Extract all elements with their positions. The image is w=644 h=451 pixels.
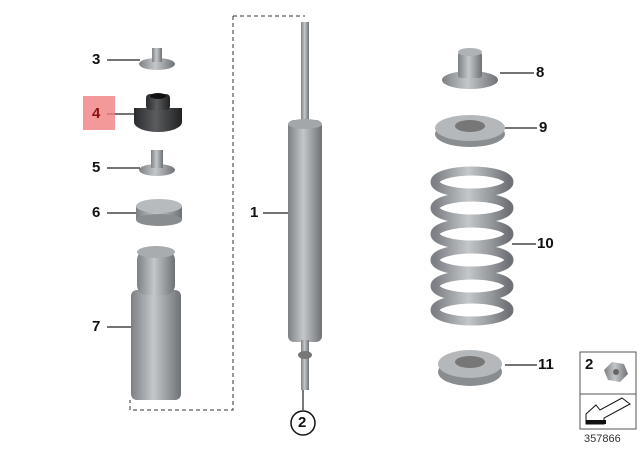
highlight-box xyxy=(83,96,115,130)
callout-10[interactable]: 10 xyxy=(537,235,554,252)
part-9[interactable] xyxy=(435,115,505,147)
part-3[interactable] xyxy=(139,48,175,70)
part-10[interactable] xyxy=(430,166,514,326)
callout-11[interactable]: 11 xyxy=(538,356,554,373)
part-7[interactable] xyxy=(131,246,181,400)
part-11[interactable] xyxy=(438,350,502,386)
inset-callout-2[interactable]: 2 xyxy=(585,356,594,373)
callout-6[interactable]: 6 xyxy=(92,204,101,221)
part-4[interactable] xyxy=(134,93,182,132)
callout-4[interactable]: 4 xyxy=(92,105,101,122)
callout-1[interactable]: 1 xyxy=(250,204,259,221)
part-1[interactable] xyxy=(288,22,322,390)
callout-5[interactable]: 5 xyxy=(92,159,101,176)
inset-box xyxy=(579,351,637,430)
part-6[interactable] xyxy=(136,199,182,226)
callout-2-circle xyxy=(290,410,316,436)
callout-7[interactable]: 7 xyxy=(92,318,101,335)
part-8[interactable] xyxy=(442,48,498,89)
dashed-link xyxy=(129,15,305,411)
callout-8[interactable]: 8 xyxy=(536,64,545,81)
callout-2[interactable]: 2 xyxy=(298,414,307,431)
callout-3[interactable]: 3 xyxy=(92,51,101,68)
callout-9[interactable]: 9 xyxy=(539,119,548,136)
part-5[interactable] xyxy=(139,150,175,176)
diagram-number: 357866 xyxy=(584,433,621,445)
